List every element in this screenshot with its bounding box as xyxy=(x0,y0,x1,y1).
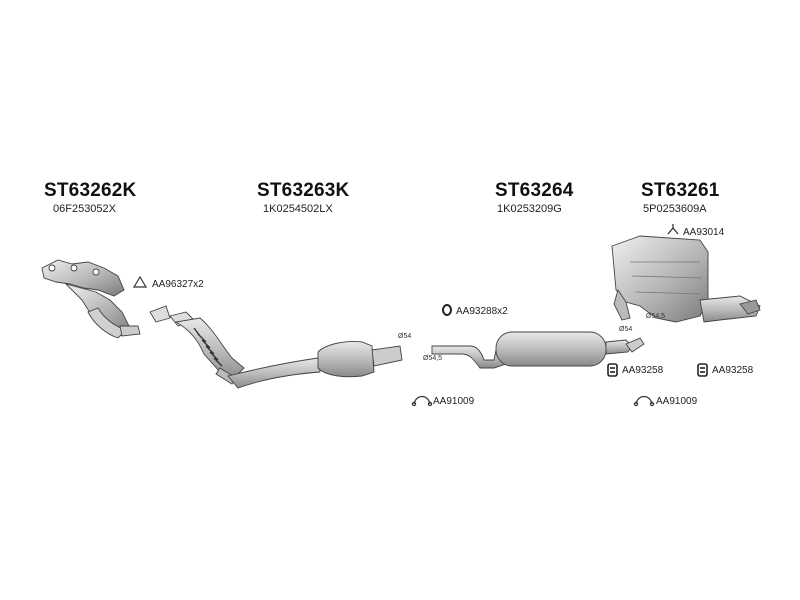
dimension-mid-54: Ø54 xyxy=(398,333,412,340)
triangle-gasket-icon xyxy=(132,275,148,288)
hanger-mid-label: AA93288x2 xyxy=(456,306,508,317)
group-title-rear-silencer: ST63261 xyxy=(641,180,720,201)
dimension-mid-54-5: Ø54,5 xyxy=(423,355,443,362)
group-title-front-pipe: ST63263K xyxy=(257,180,350,201)
rubber-mount-icon-left xyxy=(607,363,618,377)
group-part-manifold: 06F253052X xyxy=(53,203,116,215)
group-title-manifold: ST63262K xyxy=(44,180,137,201)
mount-rear-left-label: AA93258 xyxy=(622,365,664,376)
front-pipe-part xyxy=(149,305,321,389)
clamp-mid-label: AA91009 xyxy=(433,396,475,407)
mount-rear-right-label: AA93258 xyxy=(712,365,754,376)
middle-silencer-part xyxy=(431,331,645,369)
group-title-middle-silencer: ST63264 xyxy=(495,180,574,201)
clamp-icon-mid xyxy=(411,395,433,407)
clamp-icon-rear xyxy=(633,395,655,407)
gasket-front-label: AA96327x2 xyxy=(152,279,204,290)
bracket-icon xyxy=(667,224,679,235)
clamp-rear-label: AA91009 xyxy=(656,396,698,407)
exhaust-manifold-part xyxy=(41,259,141,339)
dimension-rear-54: Ø54 xyxy=(619,326,633,333)
group-part-middle-silencer: 1K0253209G xyxy=(497,203,562,215)
group-part-rear-silencer: 5P0253609A xyxy=(643,203,707,215)
group-part-front-pipe: 1K0254502LX xyxy=(263,203,333,215)
dimension-rear-54-5: Ø54,5 xyxy=(646,313,666,320)
hanger-ring-icon xyxy=(442,304,452,316)
rear-silencer-part xyxy=(611,235,761,323)
rubber-mount-icon-right xyxy=(697,363,708,377)
bracket-rear-label: AA93014 xyxy=(683,227,725,238)
catalytic-converter-part xyxy=(317,341,403,378)
